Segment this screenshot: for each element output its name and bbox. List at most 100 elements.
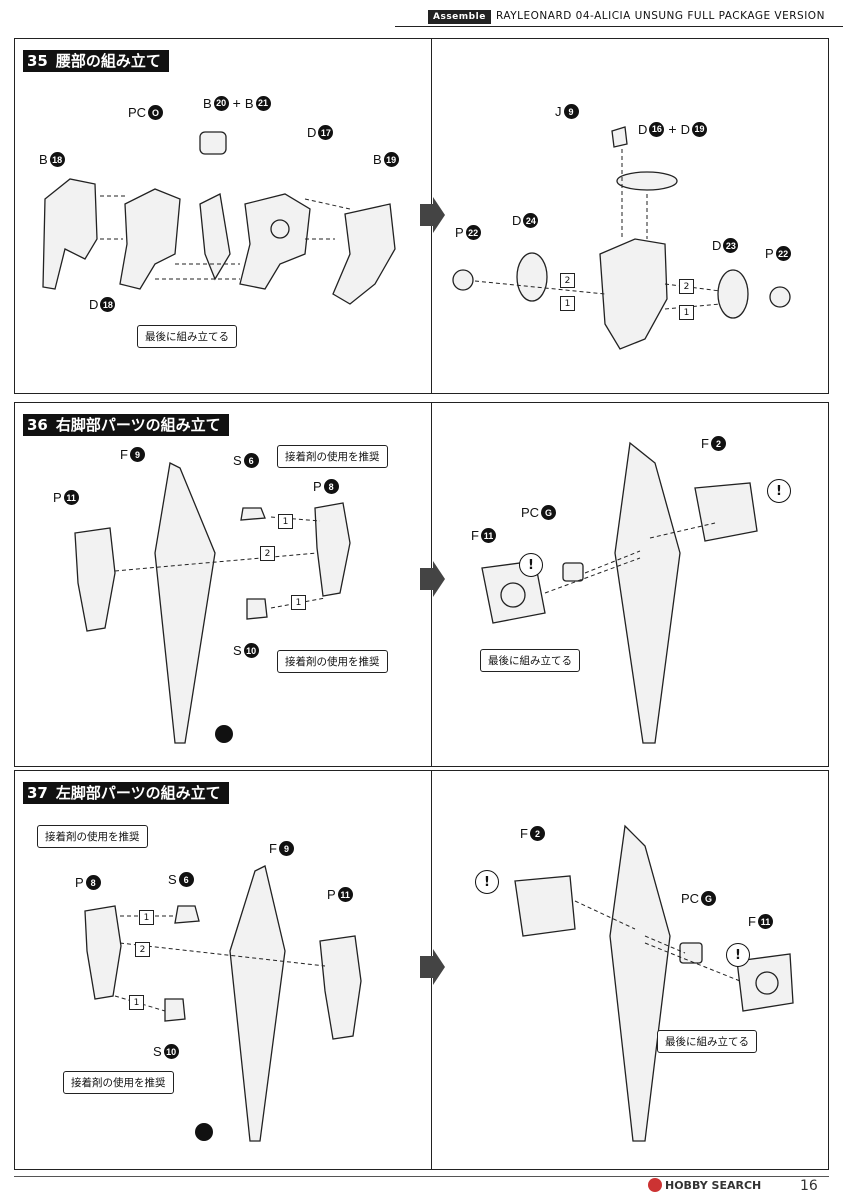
part-pcg-illustration	[562, 562, 584, 582]
watermark: HOBBY SEARCH	[648, 1178, 761, 1192]
step-title: 左脚部パーツの組み立て	[51, 782, 229, 804]
caution-icon: !	[726, 943, 750, 967]
f11-socket-illustration	[755, 971, 779, 995]
glue-recommend-note: 接着剤の使用を推奨	[277, 445, 388, 468]
part-s10-illustration	[246, 598, 268, 620]
turn-over-icon	[195, 1123, 213, 1141]
part-b19-illustration	[332, 203, 396, 305]
right-leg-assembly-diagram	[74, 441, 758, 744]
part-pco-illustration	[199, 131, 227, 155]
page-header: Assemble RAYLEONARD 04-ALICIA UNSUNG FUL…	[0, 0, 843, 30]
part-d24-illustration	[516, 252, 548, 302]
footer-rule	[14, 1176, 829, 1177]
order-box: 1	[278, 514, 293, 529]
order-box: 1	[139, 910, 154, 925]
part-s6-illustration	[240, 507, 266, 521]
leg-assembled-illustration	[614, 441, 681, 744]
assemble-last-note: 最後に組み立てる	[137, 325, 237, 348]
part-p11-illustration	[74, 527, 116, 632]
step-title: 右脚部パーツの組み立て	[51, 414, 229, 436]
part-f2-illustration	[514, 875, 576, 937]
part-p8-illustration	[84, 905, 122, 1000]
step-number: 36	[23, 414, 52, 436]
model-name: RAYLEONARD 04-ALICIA UNSUNG FULL PACKAGE…	[496, 10, 825, 22]
order-box: 1	[129, 995, 144, 1010]
turn-over-icon	[215, 725, 233, 743]
part-p8-illustration	[314, 502, 351, 597]
glue-recommend-note: 接着剤の使用を推奨	[63, 1071, 174, 1094]
step-number: 37	[23, 782, 52, 804]
order-box: 2	[679, 279, 694, 294]
order-box: 2	[260, 546, 275, 561]
page-number: 16	[800, 1178, 818, 1194]
arrow-next-icon	[420, 949, 445, 985]
order-box: 2	[135, 942, 150, 957]
assemble-last-note: 最後に組み立てる	[480, 649, 580, 672]
part-d17-illustration	[239, 193, 311, 290]
order-box: 1	[560, 296, 575, 311]
watermark-logo-icon	[648, 1178, 662, 1192]
part-s10-illustration	[164, 998, 186, 1022]
part-f9-illustration	[154, 462, 216, 744]
part-b18-illustration	[42, 178, 98, 290]
arrow-next-icon	[420, 197, 445, 233]
caution-icon: !	[767, 479, 791, 503]
step-number: 35	[23, 50, 52, 72]
caution-icon: !	[475, 870, 499, 894]
part-pcg-illustration	[679, 942, 703, 964]
assemble-badge: Assemble	[428, 10, 491, 24]
order-box: 1	[679, 305, 694, 320]
part-f2-illustration	[694, 482, 758, 542]
part-p11-illustration	[319, 935, 362, 1040]
left-leg-assembly-diagram	[84, 824, 794, 1142]
step-35-title: 35 腰部の組み立て	[23, 49, 169, 73]
step-35-panel: 35 腰部の組み立て	[14, 38, 829, 394]
part-d18-illustration	[119, 188, 181, 290]
waist-assembly-diagram	[42, 126, 791, 350]
d17-socket-illustration	[270, 219, 290, 239]
step-36-title: 36 右脚部パーツの組み立て	[23, 413, 229, 437]
step-title: 腰部の組み立て	[51, 50, 169, 72]
step-37-title: 37 左脚部パーツの組み立て	[23, 781, 229, 805]
glue-recommend-note: 接着剤の使用を推奨	[277, 650, 388, 673]
part-b20-illustration	[199, 193, 231, 281]
part-p22-right-illustration	[769, 286, 791, 308]
leg-assembled-illustration	[609, 824, 671, 1142]
glue-recommend-note: 接着剤の使用を推奨	[37, 825, 148, 848]
part-d23-illustration	[717, 269, 749, 319]
order-box: 1	[291, 595, 306, 610]
waist-assembled-illustration	[599, 238, 668, 350]
part-j9-illustration	[611, 126, 628, 148]
header-rule	[395, 26, 843, 27]
part-s6-illustration	[174, 905, 200, 924]
f11-socket-illustration	[500, 582, 526, 608]
part-p22-left-illustration	[452, 269, 474, 291]
part-f9-illustration	[229, 865, 286, 1142]
